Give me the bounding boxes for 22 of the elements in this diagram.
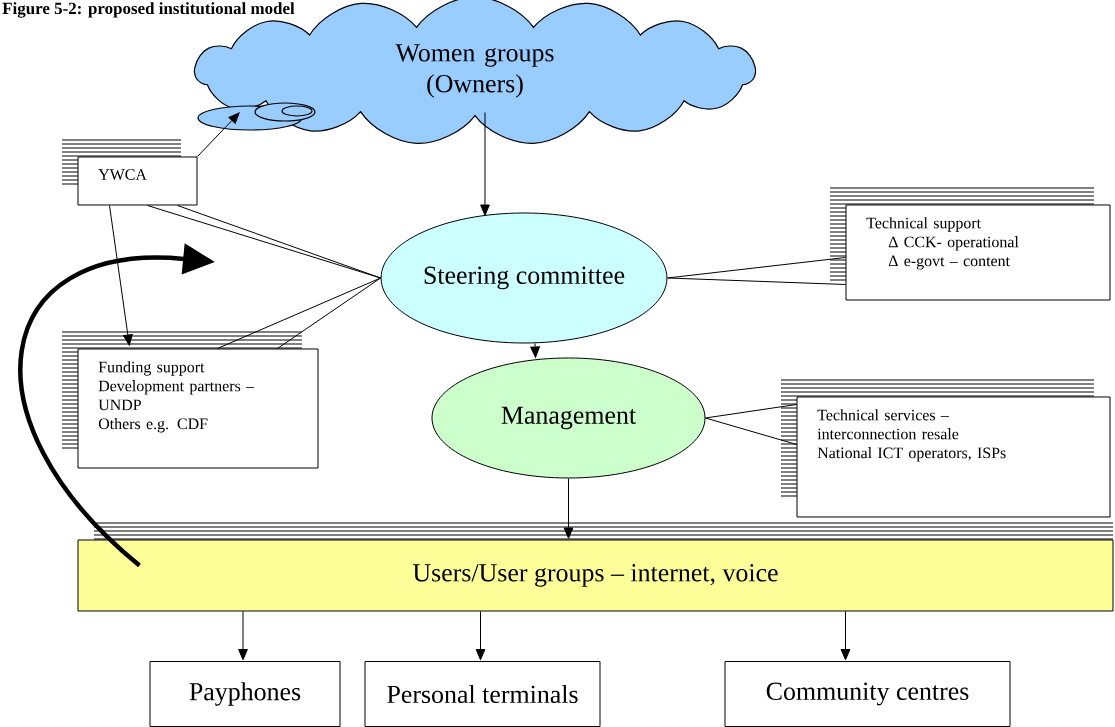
arrow xyxy=(840,611,851,661)
text-box: Community centres xyxy=(724,661,1011,727)
callout-pointer xyxy=(705,404,797,445)
text-box: Technical services – interconnection resale National ICT operators, ISPs xyxy=(796,396,1111,518)
text-box: Funding support Development partners – UNDP Others e.g. CDF xyxy=(77,348,319,469)
arrow xyxy=(475,611,486,661)
text-box: YWCA xyxy=(77,156,198,206)
arrow xyxy=(109,205,133,346)
arrow xyxy=(238,611,248,661)
text-box: Technical support Δ CCK- operational Δ e-govt – content xyxy=(845,204,1111,301)
text-box: Personal terminals xyxy=(364,661,601,727)
text-box: Payphones xyxy=(149,661,341,727)
arrow xyxy=(480,112,490,216)
callout-pointer xyxy=(217,277,382,349)
arrow xyxy=(197,112,240,157)
callout-pointer xyxy=(147,205,382,279)
callout-pointer xyxy=(666,257,846,285)
ellipse-node: Steering committee xyxy=(380,212,668,344)
banner-box: Users/User groups – internet, voice xyxy=(77,539,1114,612)
arrow xyxy=(563,478,574,539)
arrow xyxy=(530,343,540,358)
ellipse-node: Management xyxy=(431,357,706,479)
